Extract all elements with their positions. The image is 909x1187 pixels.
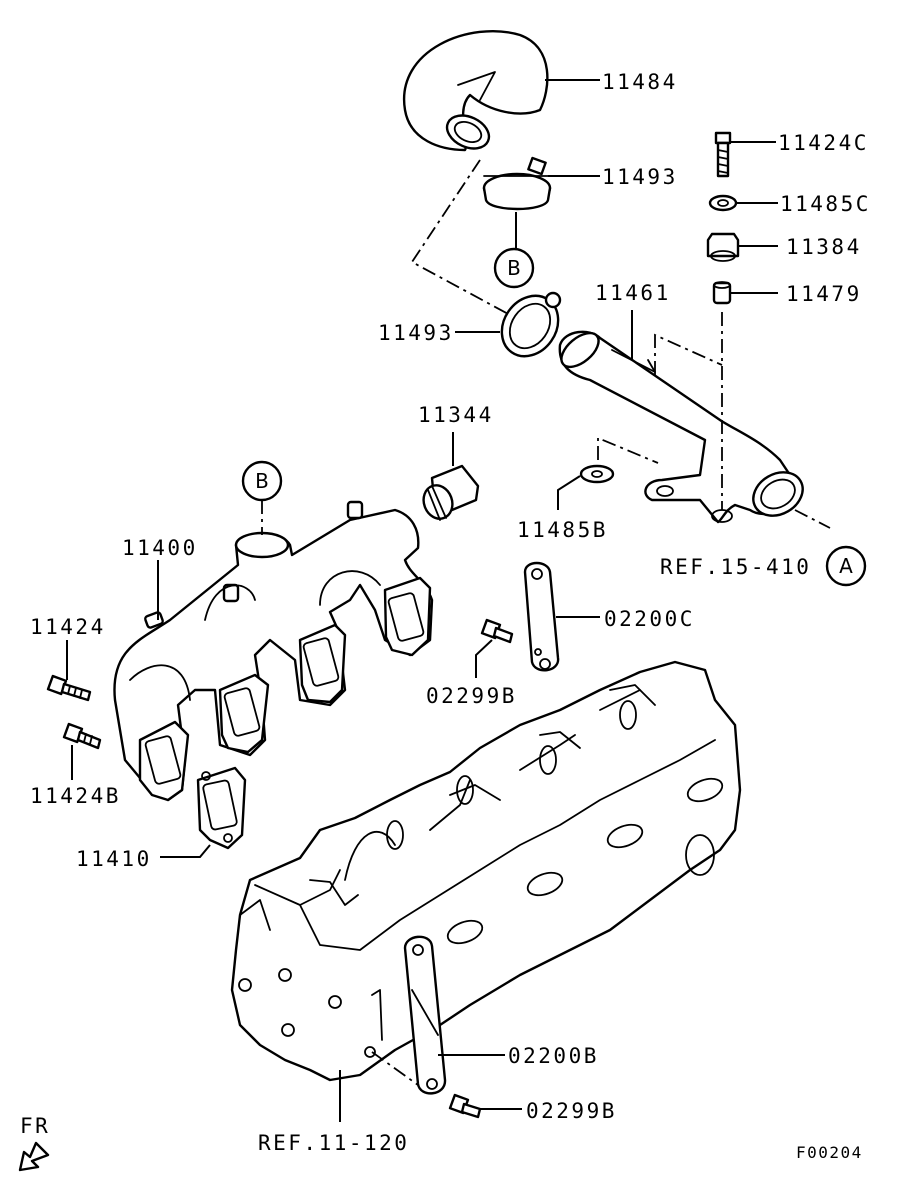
part-11400-manifold[interactable] <box>113 500 434 802</box>
label-11493-top: 11493 <box>602 165 678 189</box>
part-02200C-bracket[interactable] <box>523 561 560 672</box>
fr-label: FR <box>20 1114 50 1138</box>
label-11384: 11384 <box>786 235 862 259</box>
part-02299B-bolt-bottom[interactable] <box>448 1093 482 1119</box>
label-11485C: 11485C <box>780 192 871 216</box>
part-11493-clamp-mid[interactable] <box>490 285 569 367</box>
label-02299B-top: 02299B <box>426 684 517 708</box>
part-02299B-bolt-top[interactable] <box>480 618 514 644</box>
callout-b-manifold: B <box>241 460 283 535</box>
label-02299B-bottom: 02299B <box>526 1099 617 1123</box>
label-11400: 11400 <box>122 536 198 560</box>
assembly-line-bracket-b <box>371 1051 419 1086</box>
part-11493-clamp-top[interactable] <box>482 156 552 211</box>
label-ref-11-120: REF.11-120 <box>258 1131 409 1155</box>
part-11424-bolt[interactable] <box>46 674 92 702</box>
label-ref-15-410: REF.15-410 <box>660 555 811 579</box>
part-11479-pin[interactable] <box>712 281 732 305</box>
callout-b-top: B <box>493 212 535 289</box>
label-11424C: 11424C <box>778 131 869 155</box>
part-11485B-washer[interactable] <box>579 464 615 484</box>
callout-b-manifold-text: B <box>255 469 269 493</box>
label-11344: 11344 <box>418 403 494 427</box>
label-02200C: 02200C <box>604 607 695 631</box>
part-11384-nut[interactable] <box>706 232 740 262</box>
label-11485B: 11485B <box>517 518 608 542</box>
label-11461: 11461 <box>595 281 671 305</box>
leader-lines <box>66 79 778 1122</box>
part-11424C-bolt[interactable] <box>714 131 732 178</box>
assembly-line-pipe-upper <box>654 333 723 375</box>
assembly-line-ref-a <box>794 509 831 529</box>
label-11479: 11479 <box>786 282 862 306</box>
part-11461-pipe[interactable] <box>555 327 810 525</box>
assembly-line-pipe-lower <box>597 436 659 464</box>
callout-a-text: A <box>839 554 853 578</box>
assembly-line-hose <box>410 159 511 316</box>
part-11410-gasket[interactable] <box>196 766 247 850</box>
callout-a: A <box>825 545 867 587</box>
part-11485C-washer[interactable] <box>708 194 738 212</box>
part-11484-hose[interactable] <box>402 30 549 155</box>
part-11344-plug[interactable] <box>419 464 480 523</box>
part-02200B-bracket[interactable] <box>403 935 447 1095</box>
label-11484: 11484 <box>602 70 678 94</box>
label-11493-mid: 11493 <box>378 321 454 345</box>
cylinder-head-reference <box>230 660 742 1082</box>
callout-b-top-text: B <box>507 256 521 280</box>
label-11424B: 11424B <box>30 784 121 808</box>
label-11424: 11424 <box>30 615 106 639</box>
part-11424B-bolt[interactable] <box>62 722 102 750</box>
figure-code: F00204 <box>796 1143 863 1162</box>
label-11410: 11410 <box>76 847 152 871</box>
front-direction-arrow: FR <box>18 1114 50 1172</box>
label-02200B: 02200B <box>508 1044 599 1068</box>
